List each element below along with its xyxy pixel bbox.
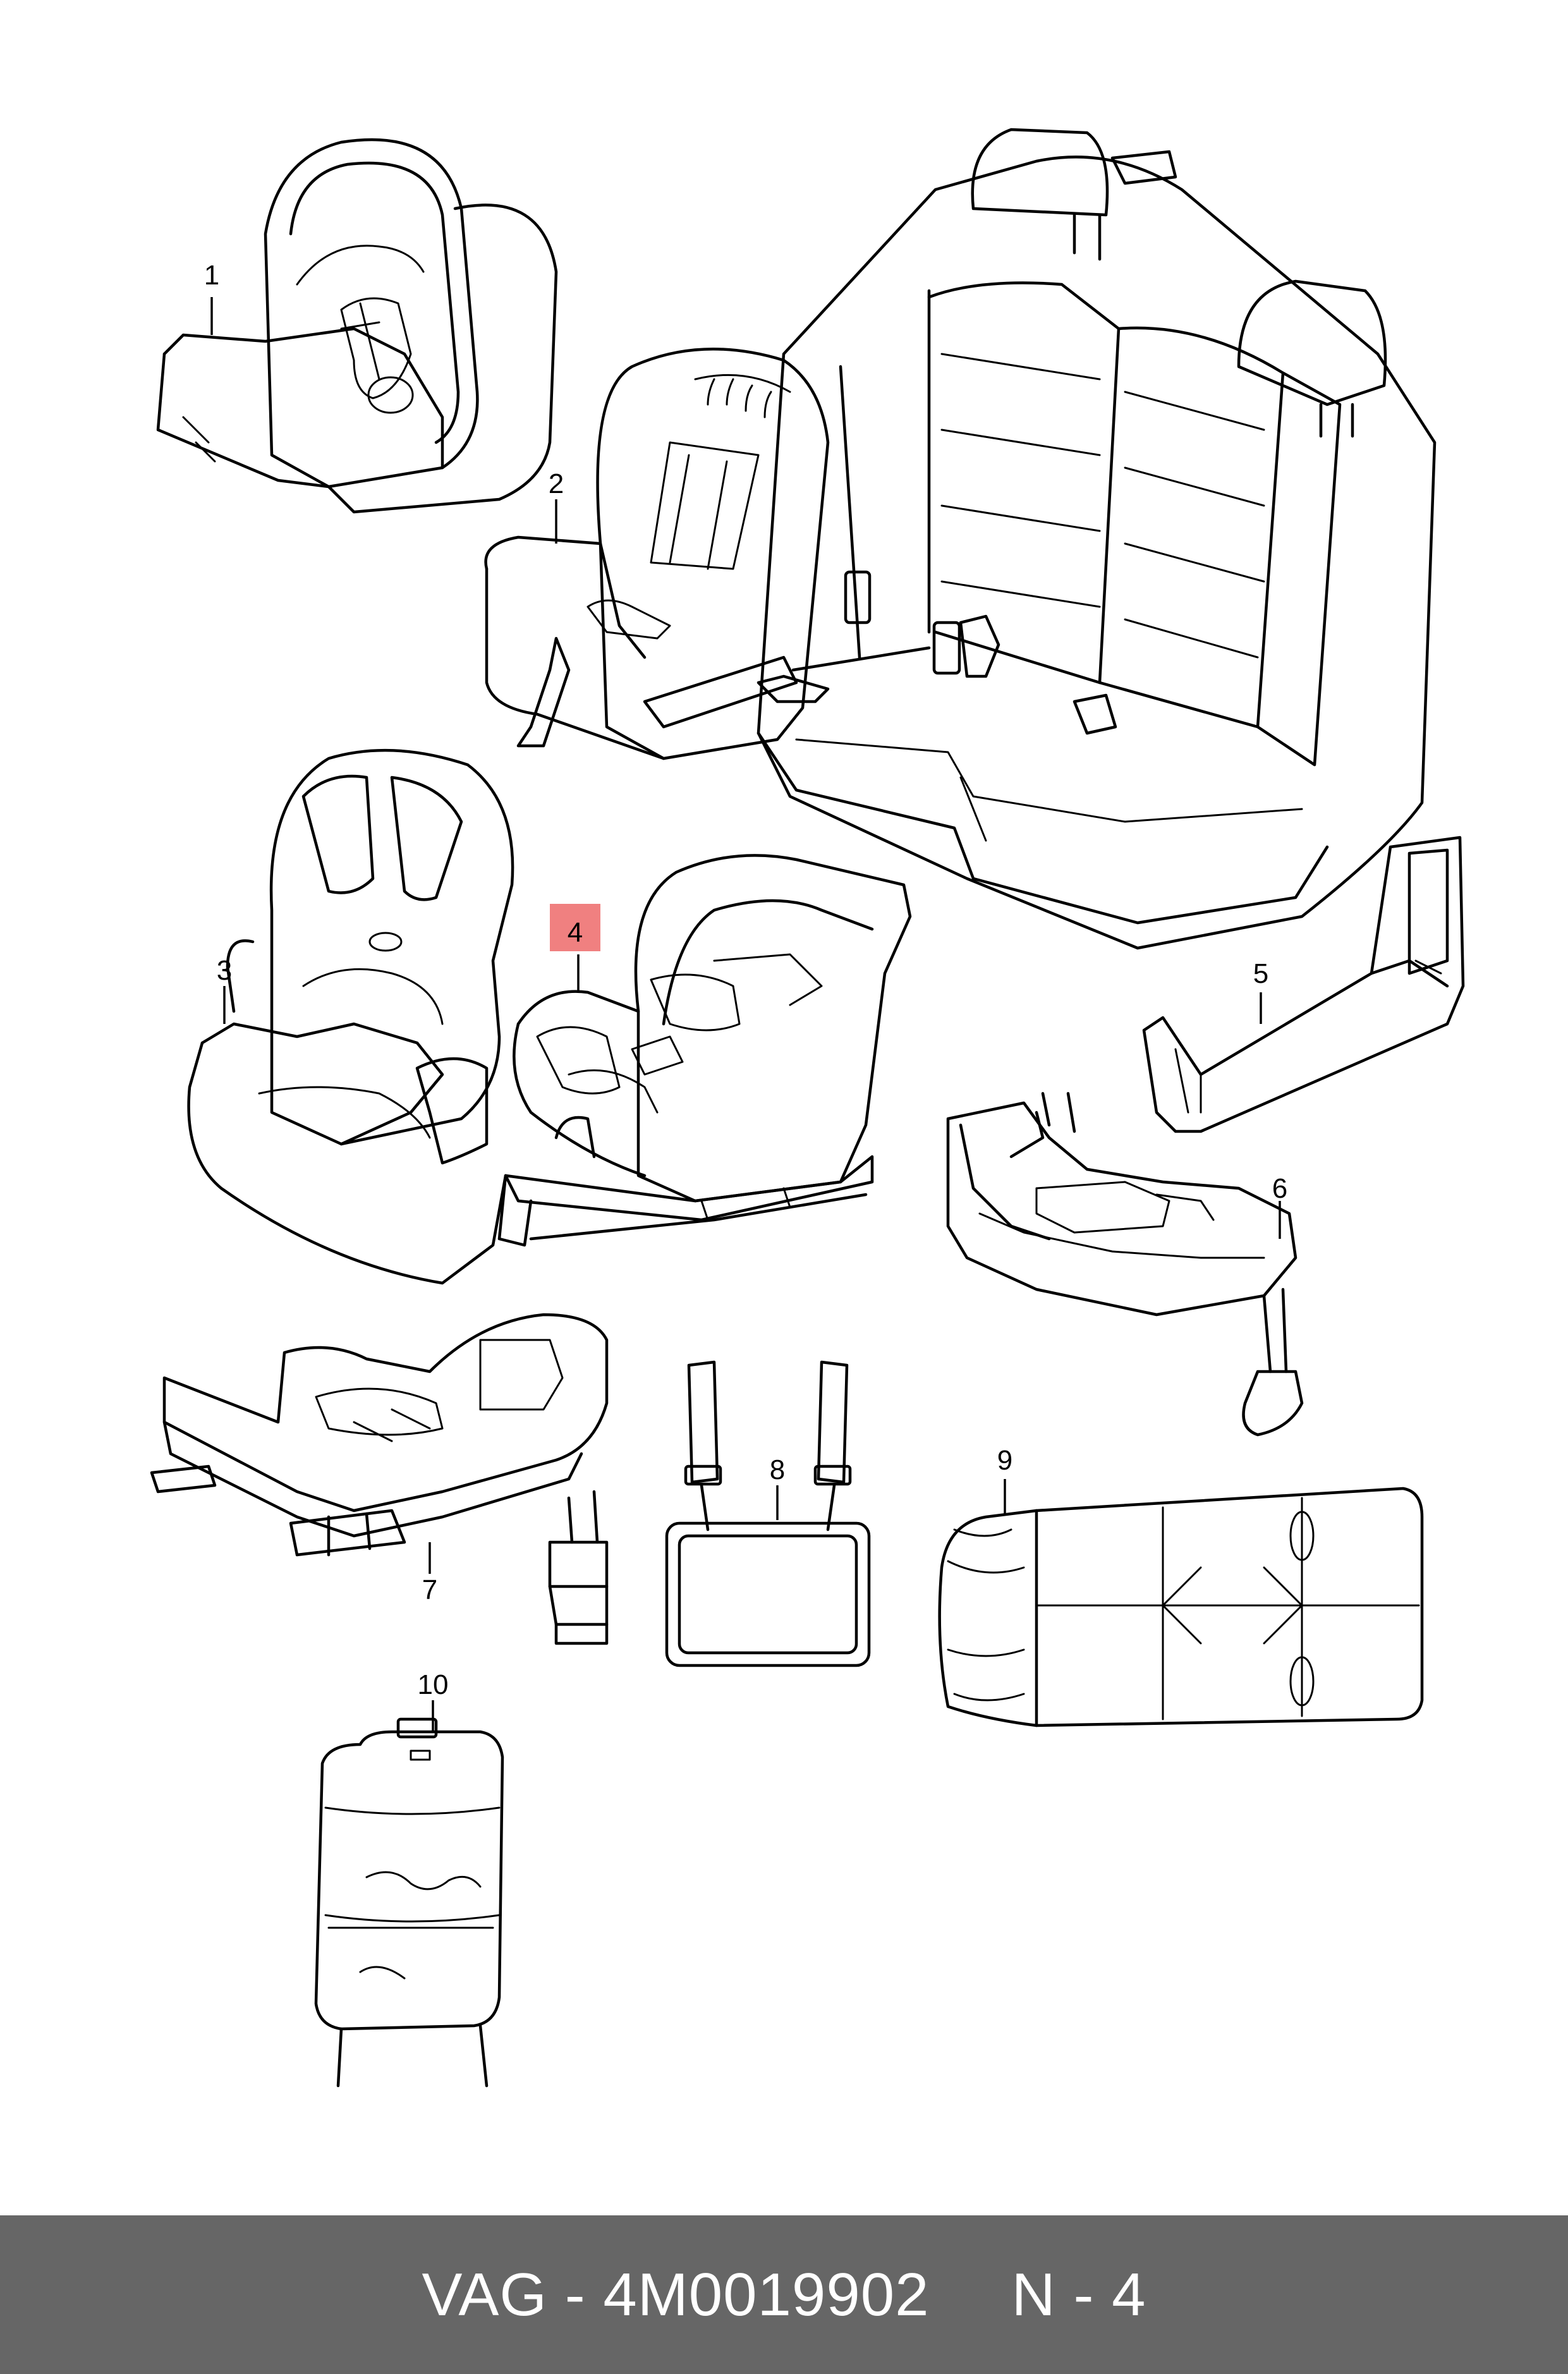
booster-seat [187,748,514,1285]
kick-mat [1142,836,1465,1133]
seat-protector-mat [938,1487,1424,1727]
callout-leaders [210,297,1281,1732]
callout-labels: 1 2 3 4 5 6 7 8 9 10 [204,260,1287,1700]
callout-2: 2 [549,468,564,499]
callout-5: 5 [1253,958,1268,989]
part-number: VAG - 4M0019902 [422,2260,930,2328]
callout-6: 6 [1272,1173,1287,1204]
diagram-position: N - 4 [1011,2260,1146,2328]
backseat-organizer [314,1717,504,2088]
callout-9: 9 [997,1445,1012,1476]
baby-mirror [665,1360,871,1667]
infant-carrier-base [150,1313,609,1645]
callout-7: 7 [422,1574,437,1605]
callout-3: 3 [217,955,232,986]
parts-diagram: 1 2 3 4 5 6 7 8 9 10 [150,128,1465,2088]
isofix-base [946,1092,1304,1437]
part-number-bar: VAG - 4M0019902 N - 4 [0,2215,1568,2374]
infant-carrier [156,138,558,514]
rear-bench-seat [757,128,1437,950]
callout-4: 4 [568,917,583,948]
callout-4-highlight [550,904,600,951]
callout-8: 8 [770,1454,785,1485]
callout-1: 1 [204,260,219,291]
callout-10: 10 [418,1669,449,1700]
child-seat-forward [484,347,830,760]
isofix-rotating-seat [497,854,912,1247]
